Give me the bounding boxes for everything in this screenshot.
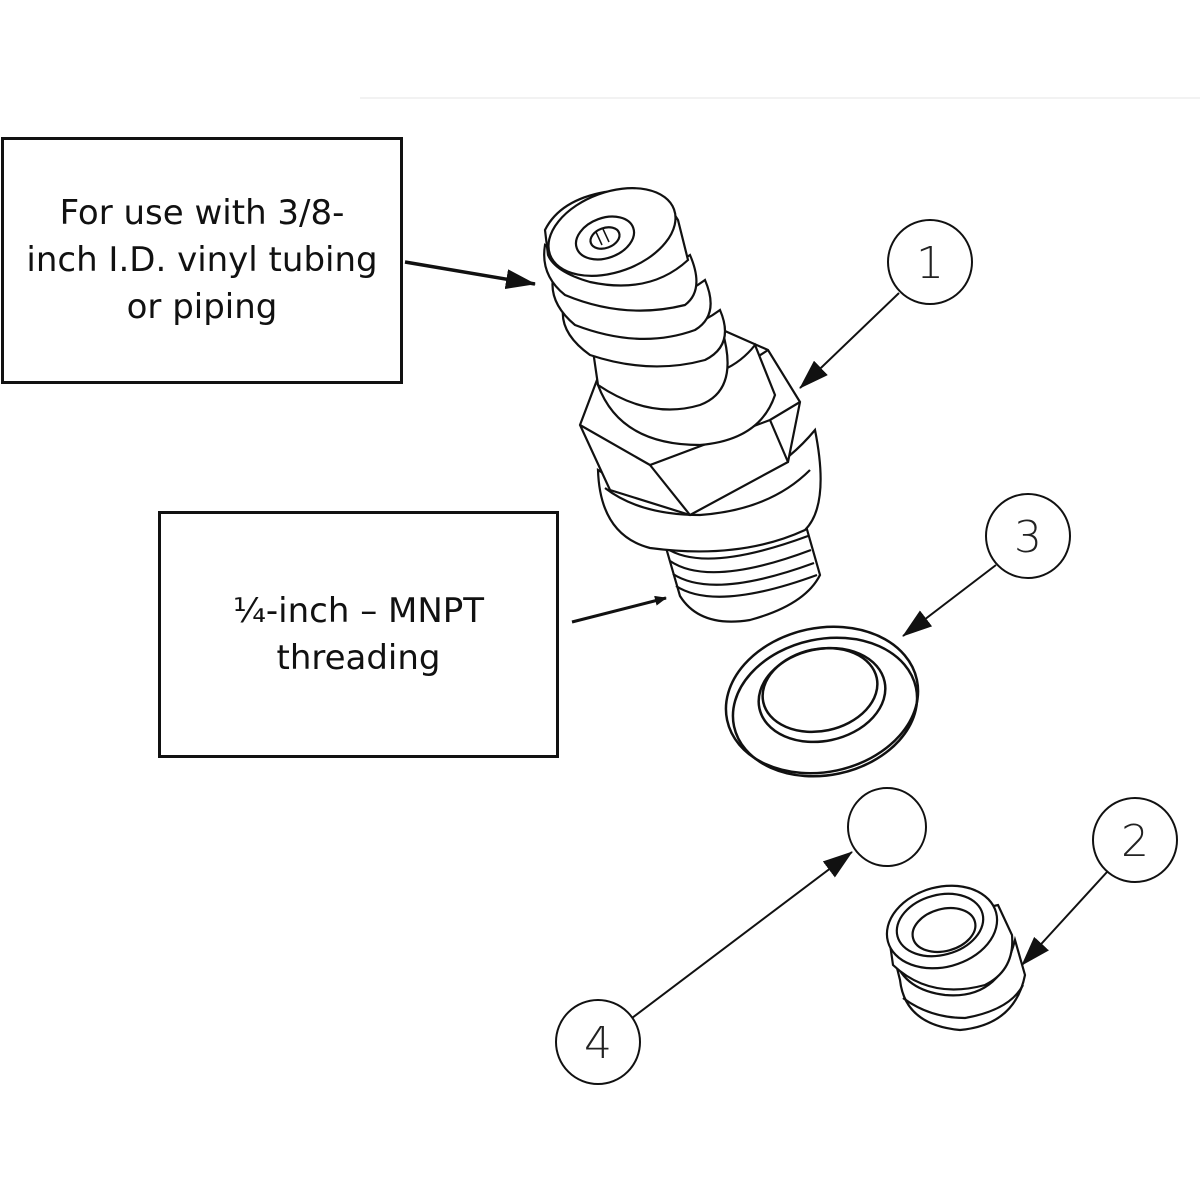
threading-leader-arrow <box>571 595 667 624</box>
balloon-2: 2 <box>1092 797 1178 883</box>
tubing-leader-arrow <box>404 260 536 290</box>
balloon-4: 4 <box>555 999 641 1085</box>
balloon-1-leader <box>799 292 900 389</box>
barb-stack <box>543 187 729 411</box>
balloon-2-leader <box>1021 871 1108 966</box>
balloon-3-leader <box>902 564 997 637</box>
balloon-3-label: 3 <box>1014 512 1042 563</box>
threading-callout-text: ¼-inch – MNPT threading <box>232 590 485 678</box>
tubing-callout-box: For use with 3/8-inch I.D. vinyl tubing … <box>1 137 403 384</box>
tubing-callout-text: For use with 3/8-inch I.D. vinyl tubing … <box>26 193 378 327</box>
sealing-washer <box>724 625 920 778</box>
bushing-insert <box>885 884 1027 1032</box>
balloon-1-label: 1 <box>916 238 944 289</box>
balloon-3: 3 <box>985 493 1071 579</box>
threading-callout-box: ¼-inch – MNPT threading <box>158 511 559 758</box>
balloon-2-label: 2 <box>1121 816 1149 867</box>
balloon-unlabeled <box>847 787 927 867</box>
balloon-4-label: 4 <box>584 1018 612 1069</box>
balloon-1: 1 <box>887 219 973 305</box>
hose-barb-fitting <box>543 187 822 623</box>
balloon-unlabeled-leader <box>631 851 853 1019</box>
